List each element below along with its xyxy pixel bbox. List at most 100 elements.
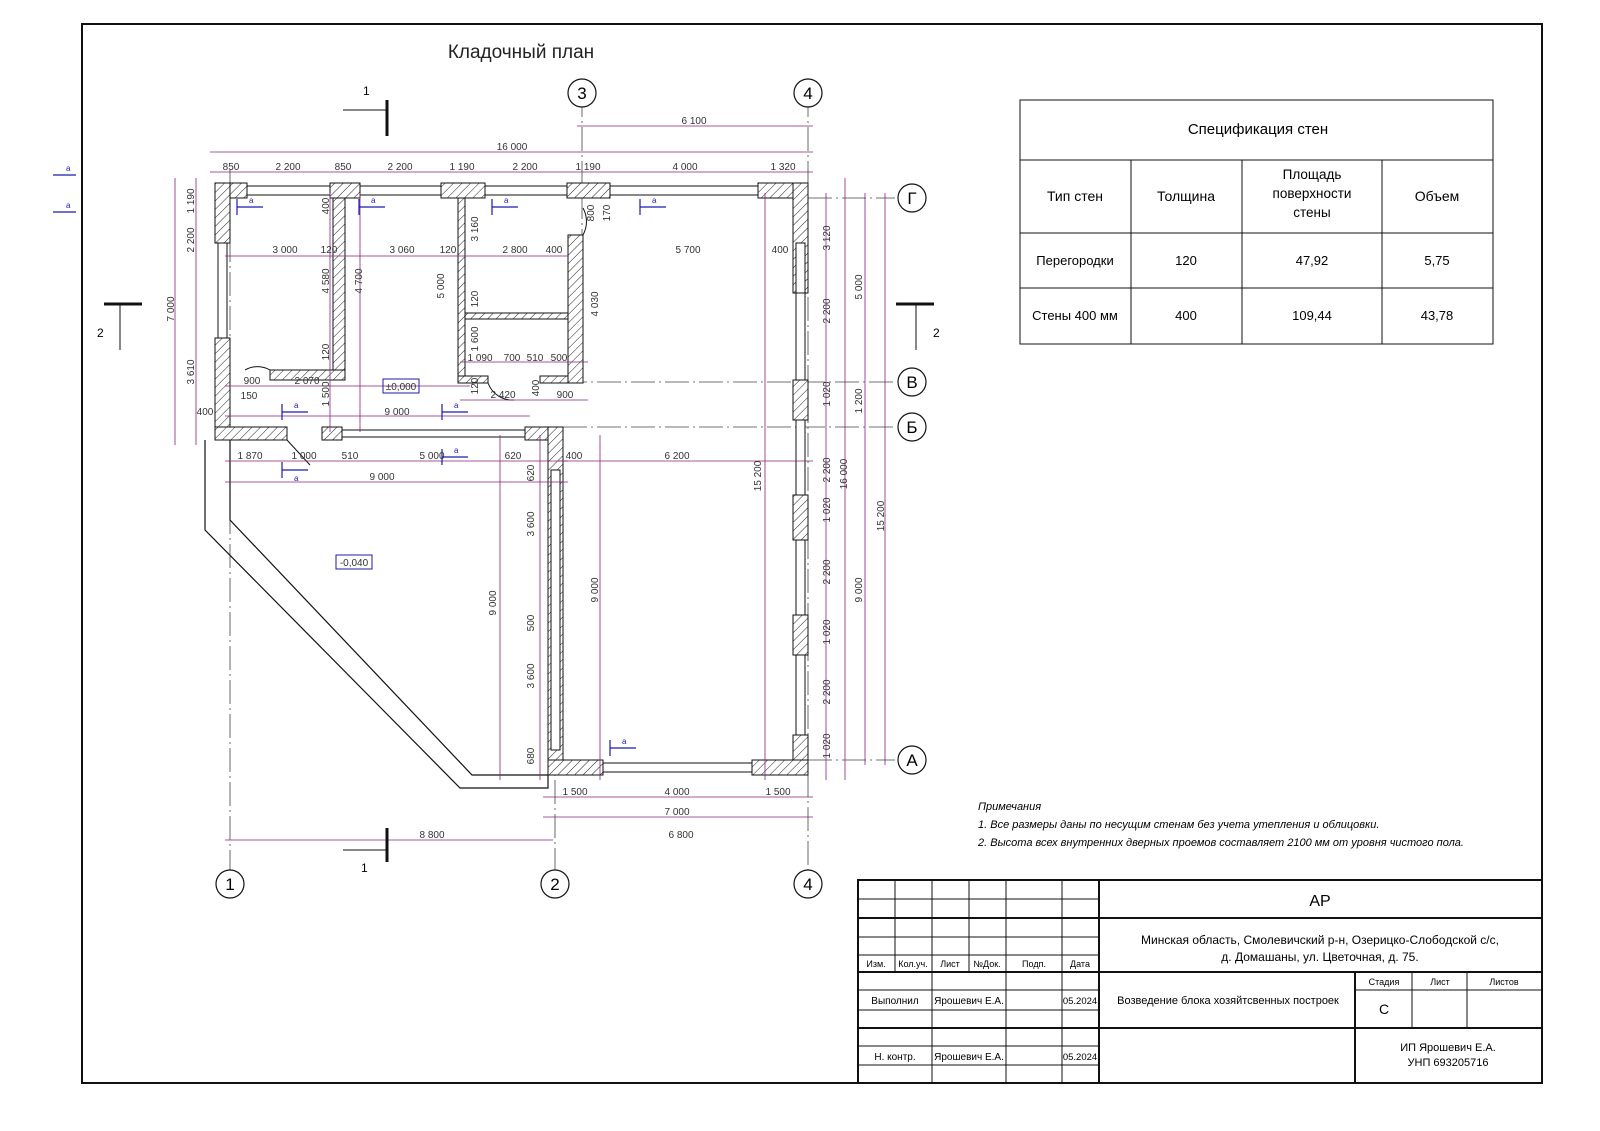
dimension-label: 900: [557, 390, 574, 401]
title-block-text: Выполнил: [871, 996, 919, 1007]
window: [246, 185, 331, 196]
dimension-label: 1 600: [470, 326, 481, 351]
section-arrow-label: а: [504, 196, 509, 205]
dimension-label: 4 000: [664, 787, 689, 798]
dimension-label: 4 700: [354, 268, 365, 293]
spec-cell: 5,75: [1424, 253, 1449, 268]
title-block-text: ИП Ярошевич Е.А.: [1400, 1042, 1496, 1054]
section-label: 2: [933, 326, 940, 340]
dimension-label: 9 000: [488, 590, 499, 615]
dimension-label: 1 020: [822, 733, 833, 758]
wall-segment: [329, 182, 361, 199]
dimension-label: 3 610: [186, 359, 197, 384]
title-block-text: Изм.: [866, 959, 885, 969]
title-block-text: УНП 693205716: [1408, 1057, 1489, 1069]
wall-segment: [440, 182, 486, 199]
dimension-label: 5 000: [854, 274, 865, 299]
dimension-label: 120: [470, 377, 481, 394]
section-arrow-label: а: [652, 196, 657, 205]
dimension-label: 900: [244, 376, 261, 387]
title-block-text: Стадия: [1369, 977, 1400, 987]
dimension-label: 700: [504, 353, 521, 364]
axis-label: 4: [803, 875, 812, 894]
level-floor-label: ±0,000: [386, 382, 417, 393]
dimension-label: 1 190: [449, 162, 474, 173]
section-arrow-label: а: [454, 446, 459, 455]
dimension-label: 3 060: [389, 245, 414, 256]
dimension-label: 400: [566, 451, 583, 462]
axis-bubble: [897, 367, 927, 397]
title-block-text: Подп.: [1022, 959, 1046, 969]
level-terrace-label: -0,040: [340, 558, 369, 569]
title-block: [857, 879, 1543, 1084]
dimension-label: 620: [526, 464, 537, 481]
dimension-label: 2 200: [186, 227, 197, 252]
axis-bubble: [897, 412, 927, 442]
wall-segment: [214, 182, 231, 244]
dimension-label: 1 500: [765, 787, 790, 798]
dimension-label: 2 200: [512, 162, 537, 173]
window: [341, 429, 526, 438]
axis-bubble: [793, 869, 823, 899]
window: [795, 539, 806, 616]
window: [359, 185, 442, 196]
dimension-label: 170: [602, 204, 613, 221]
note-2: 2. Высота всех внутренних дверных проемо…: [977, 837, 1464, 849]
sheet-frame: [81, 23, 1543, 1084]
terrace-outline: [229, 440, 548, 776]
dimension-label: 7 000: [166, 296, 177, 321]
window: [609, 185, 759, 196]
window: [217, 242, 228, 339]
dimension-label: 15 200: [753, 460, 764, 491]
dimension-label: 1 020: [822, 381, 833, 406]
title-block-text: Листов: [1489, 977, 1518, 987]
section-arrow-label: а: [66, 201, 71, 210]
title-block-text: Ярошевич Е.А.: [934, 996, 1004, 1007]
window: [795, 292, 806, 381]
note-1: 1. Все размеры даны по несущим стенам бе…: [978, 819, 1379, 831]
axis-bubble: [215, 869, 245, 899]
dimension-label: 2 800: [502, 245, 527, 256]
section-mark-1-bottom: [343, 828, 389, 862]
section-arrow-label: а: [622, 737, 627, 746]
wall-segment: [792, 614, 809, 656]
wall-segment: [567, 234, 584, 384]
dimension-label: 2 070: [294, 376, 319, 387]
title-block-text: Возведение блока хозяйтсвенных построек: [1117, 995, 1339, 1007]
dimension-label: 1 020: [822, 497, 833, 522]
dimension-label: 8 800: [419, 830, 444, 841]
dimension-label: 1 020: [822, 619, 833, 644]
dimension-label: 6 800: [668, 830, 693, 841]
spec-cell: 109,44: [1292, 308, 1332, 323]
axis-label: 2: [550, 875, 559, 894]
dimension-label: 400: [321, 197, 332, 214]
title-block-text: Лист: [1430, 977, 1450, 987]
wall-segment: [792, 379, 809, 421]
drawing-title: Кладочный план: [448, 42, 594, 63]
section-arrow-label: а: [371, 196, 376, 205]
window: [484, 185, 568, 196]
dimension-label: 400: [772, 245, 789, 256]
title-block-text: Ярошевич Е.А.: [934, 1052, 1004, 1063]
window: [550, 469, 561, 751]
spec-cell: 120: [1175, 253, 1197, 268]
section-arrow-label: а: [66, 164, 71, 173]
wall-segment: [792, 494, 809, 541]
dimension-label: 1 190: [575, 162, 600, 173]
wall-segment: [547, 759, 604, 776]
dimension-label: 4 580: [321, 268, 332, 293]
wall-segment: [321, 426, 343, 441]
section-label: 1: [361, 861, 368, 875]
dimension-label: 5 000: [419, 451, 444, 462]
dimension-label: 120: [470, 290, 481, 307]
level-mark-terrace: -0,040: [335, 554, 373, 570]
dimension-label: 1 500: [562, 787, 587, 798]
wall-segment: [566, 182, 611, 199]
dimension-label: 5 000: [436, 273, 447, 298]
section-mark-2-left: [104, 302, 142, 350]
axis-bubble: [897, 745, 927, 775]
window: [795, 654, 806, 736]
